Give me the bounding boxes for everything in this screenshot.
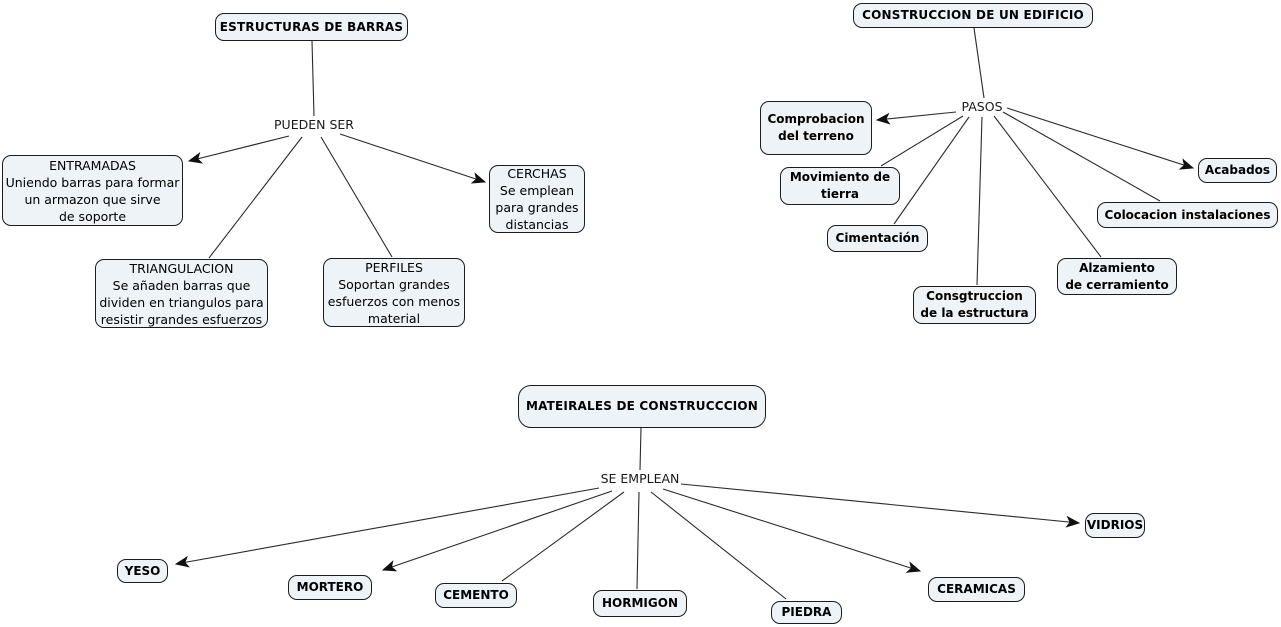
connector-puedenser-triangulacion	[208, 136, 303, 259]
connector-puedenser-cerchas	[339, 133, 487, 184]
node-comprobacion-del-terreno[interactable]: Comprobacion del terreno	[760, 101, 872, 155]
connector-pasos-colocacion	[1002, 111, 1161, 202]
node-acabados[interactable]: Acabados	[1198, 158, 1277, 183]
connector-pasos-alzamiento	[993, 115, 1102, 258]
connector-seemplean-cemento	[501, 491, 625, 582]
connector-puedenser-perfiles	[320, 136, 393, 258]
connector-seemplean-mortero	[381, 490, 613, 572]
node-construccion-de-la-estructura[interactable]: Consgtruccion de la estructura	[913, 286, 1036, 324]
connector-seemplean-ceramicas	[662, 488, 922, 573]
connector-pasos-movimiento	[880, 115, 964, 167]
node-perfiles[interactable]: PERFILES Soportan grandes esfuerzos con …	[323, 258, 465, 327]
node-materiales-de-construccion[interactable]: MATEIRALES DE CONSTRUCCCION	[518, 385, 766, 428]
node-entramadas[interactable]: ENTRAMADAS Uniendo barras para formar un…	[2, 155, 183, 226]
connector-pasos-cimentacion	[893, 116, 970, 225]
node-cimentacion[interactable]: Cimentación	[827, 225, 928, 252]
connector-pasos-acabados	[1006, 107, 1195, 170]
node-cerchas[interactable]: CERCHAS Se emplean para grandes distanci…	[489, 165, 585, 233]
node-estructuras-de-barras[interactable]: ESTRUCTURAS DE BARRAS	[215, 13, 408, 41]
linking-phrase-pasos[interactable]: PASOS	[961, 99, 1003, 114]
node-hormigon[interactable]: HORMIGON	[593, 590, 687, 617]
node-yeso[interactable]: YESO	[117, 559, 168, 583]
node-piedra[interactable]: PIEDRA	[771, 601, 842, 624]
connector-seemplean-vidrios	[680, 483, 1081, 528]
linking-phrase-pueden-ser[interactable]: PUEDEN SER	[274, 117, 354, 132]
node-vidrios[interactable]: VIDRIOS	[1085, 513, 1145, 538]
node-cemento[interactable]: CEMENTO	[435, 583, 517, 608]
connector-estructuras-puedenser	[311, 40, 315, 117]
node-mortero[interactable]: MORTERO	[288, 575, 372, 600]
node-alzamiento-de-cerramiento[interactable]: Alzamiento de cerramiento	[1057, 258, 1177, 295]
connector-pasos-construccion	[976, 116, 983, 286]
connector-seemplean-piedra	[650, 491, 787, 600]
node-ceramicas[interactable]: CERAMICAS	[928, 577, 1025, 602]
node-construccion-de-un-edificio[interactable]: CONSTRUCCION DE UN EDIFICIO	[853, 3, 1093, 28]
connector-puedenser-entramadas	[187, 135, 290, 164]
connector-materiales-seemplean	[639, 427, 642, 471]
node-movimiento-de-tierra[interactable]: Movimiento de tierra	[780, 167, 900, 205]
node-colocacion-instalaciones[interactable]: Colocacion instalaciones	[1097, 202, 1278, 228]
connector-seemplean-hormigon	[636, 491, 640, 590]
linking-phrase-se-emplean[interactable]: SE EMPLEAN	[600, 471, 680, 486]
node-triangulacion[interactable]: TRIANGULACION Se añaden barras que divid…	[95, 259, 268, 328]
connector-seemplean-yeso	[174, 487, 600, 568]
connector-edificio-pasos	[973, 27, 985, 99]
